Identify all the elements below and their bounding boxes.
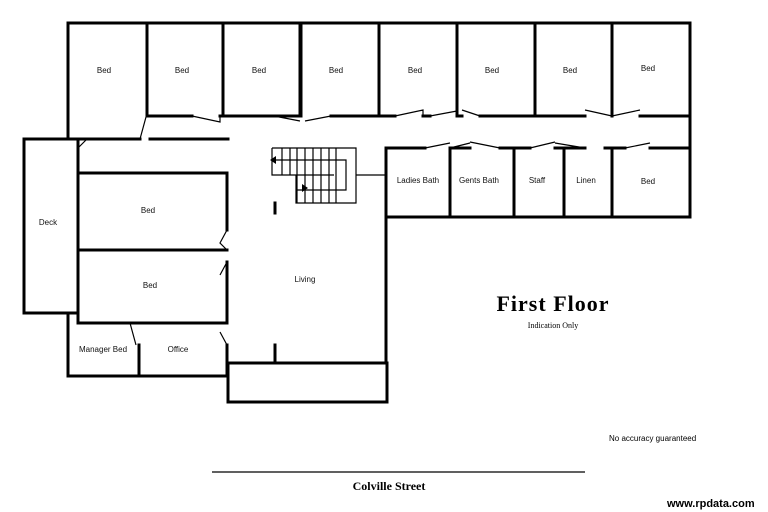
stair-arrow-icon [302,184,308,192]
room-label: Bed [485,66,499,75]
watermark: www.rpdata.com [666,498,755,510]
room-label: Living [295,275,316,284]
room-label: Bed [408,66,422,75]
plan-subtitle: Indication Only [528,321,578,330]
room-label: Bed [563,66,577,75]
room-label: Ladies Bath [397,176,439,185]
room-label: Bed [97,66,111,75]
room-label: Bed [143,281,157,290]
room-label: Manager Bed [79,345,127,354]
room-label: Gents Bath [459,176,499,185]
room-label: Staff [529,176,546,185]
street-name: Colville Street [353,479,426,493]
room-labels: Bed Bed Bed Bed Bed Bed Bed Bed Deck Bed… [39,64,655,354]
room-label: Deck [39,218,58,227]
room-label: Bed [141,206,155,215]
room-label: Office [168,345,189,354]
walls [22,21,692,404]
doors [77,109,651,346]
room-label: Bed [641,177,655,186]
room-label: Bed [175,66,189,75]
room-label: Bed [252,66,266,75]
room-label: Linen [576,176,596,185]
plan-title: First Floor [496,291,609,316]
stairs [270,147,357,204]
stair-arrow-icon [270,156,276,164]
room-label: Bed [641,64,655,73]
disclaimer: No accuracy guaranteed [609,434,696,443]
room-label: Bed [329,66,343,75]
